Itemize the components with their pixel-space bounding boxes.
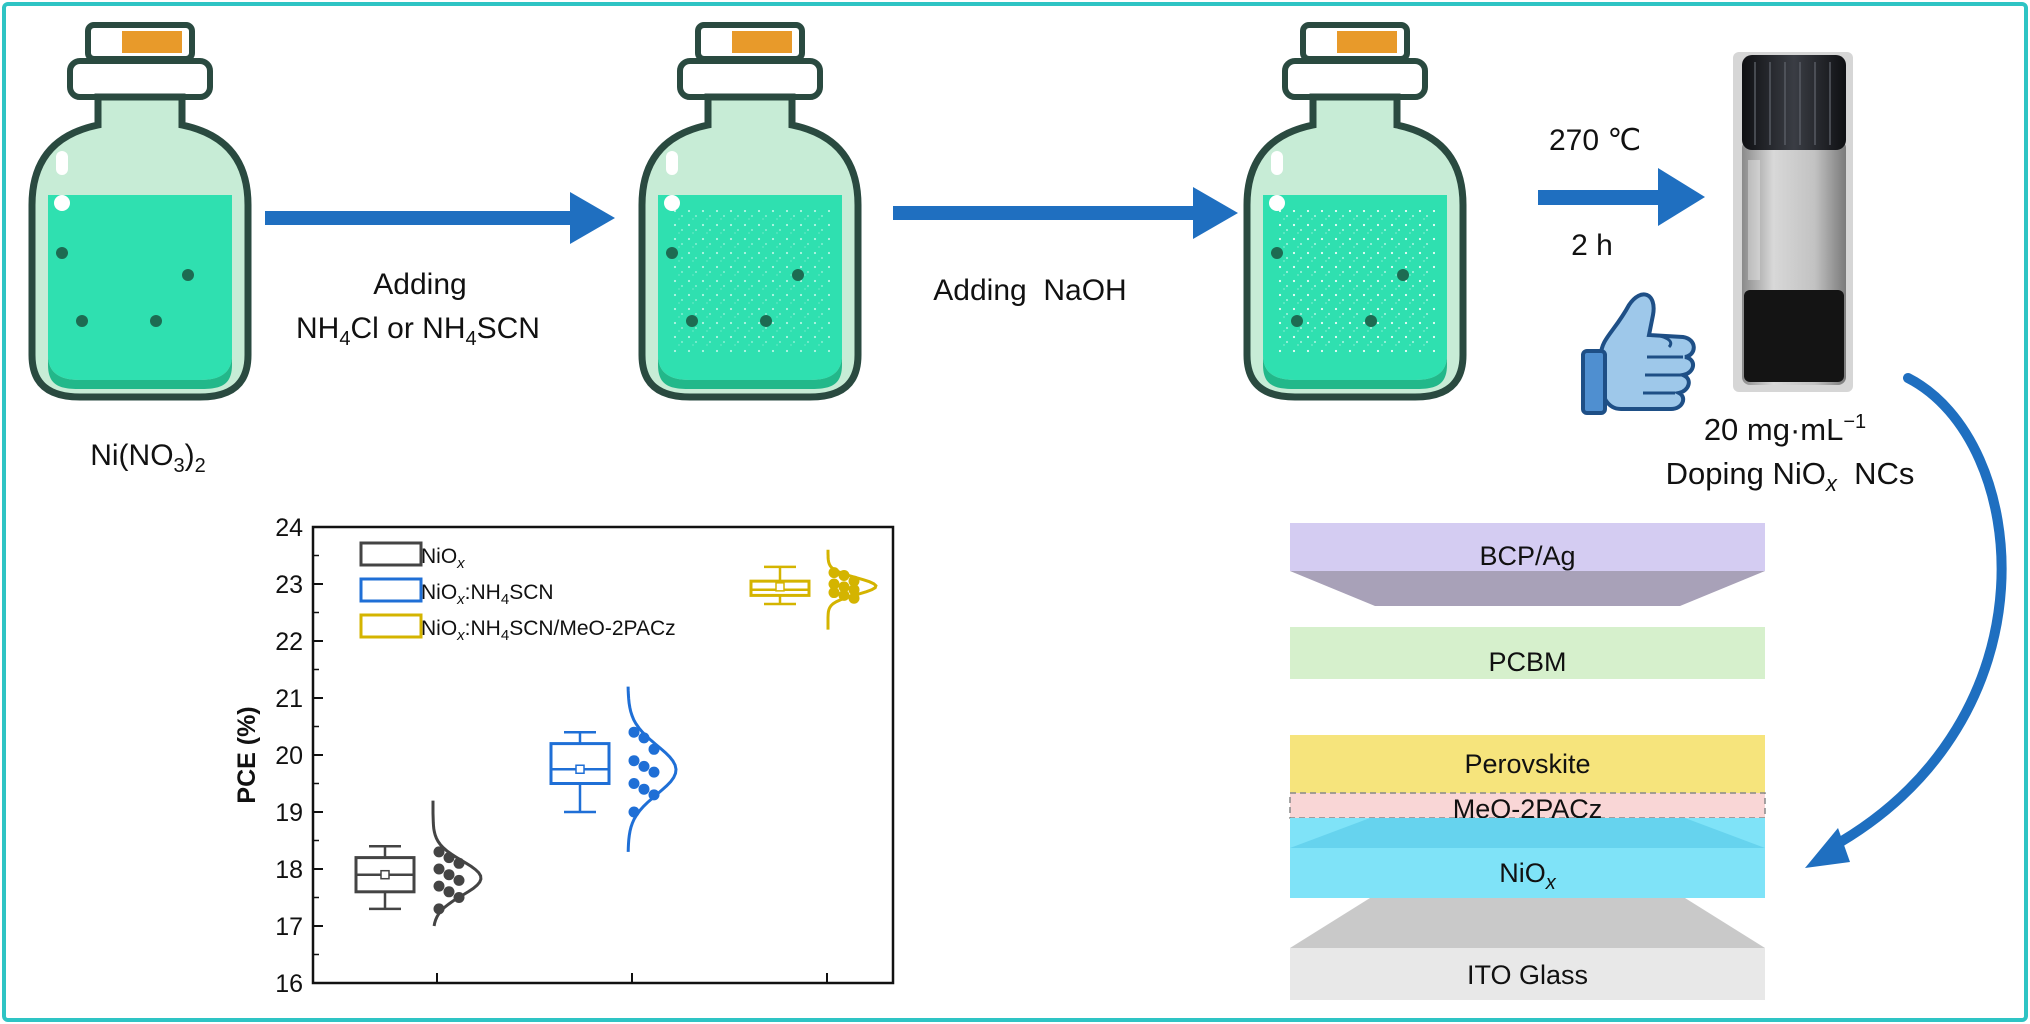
layer-perovskite: Perovskite	[1290, 735, 1765, 793]
substrate-bevel	[1290, 898, 1765, 948]
y-tick-label: 19	[275, 799, 303, 827]
data-point	[453, 874, 465, 886]
data-point	[628, 755, 640, 767]
svg-text:NiOx:NH4SCN: NiOx:NH4SCN	[421, 581, 554, 608]
data-point	[443, 886, 455, 898]
step1-label-line2: NH4Cl or NH4SCN	[296, 312, 540, 350]
box	[549, 742, 611, 785]
product-concentration: 20 mg·mL−1	[1704, 411, 1866, 447]
glass-bottle-icon	[28, 22, 252, 401]
data-point	[848, 584, 860, 596]
svg-text:ITO Glass: ITO Glass	[1467, 960, 1588, 990]
step1-label-line1: Adding	[373, 268, 466, 301]
data-point	[638, 783, 650, 795]
legend-entry: NiOx:NH4SCN/MeO-2PACz	[359, 613, 676, 644]
layer-pcbm: PCBM	[1290, 627, 1765, 679]
svg-text:NiOx:NH4SCN/MeO-2PACz: NiOx:NH4SCN/MeO-2PACz	[421, 617, 676, 644]
curved-arrow	[1825, 373, 2007, 853]
y-tick-label: 23	[275, 571, 303, 599]
distribution-curve	[826, 549, 878, 630]
glass-bottle-icon	[1243, 22, 1467, 401]
step2-label: Adding NaOH	[933, 274, 1126, 307]
data-point	[828, 578, 840, 590]
data-point	[838, 581, 850, 593]
mean-marker	[575, 764, 585, 774]
series-2	[749, 549, 878, 630]
distribution-curve	[431, 800, 483, 927]
precursor-label: Ni(NO3)2	[90, 439, 206, 477]
series-0	[354, 800, 483, 927]
svg-text:NiOx: NiOx	[421, 545, 465, 572]
svg-text:NiOx: NiOx	[1499, 858, 1557, 894]
layer-ito-glass: ITO Glass	[1290, 948, 1765, 1000]
mean-marker	[380, 869, 390, 880]
data-point	[433, 846, 445, 858]
reaction-time: 2 h	[1571, 229, 1613, 262]
mean-marker	[775, 582, 785, 592]
data-point	[828, 587, 840, 599]
data-point	[638, 760, 650, 772]
data-point	[648, 766, 660, 778]
data-point	[628, 778, 640, 789]
y-tick-label: 21	[275, 685, 303, 713]
svg-text:BCP/Ag: BCP/Ag	[1479, 541, 1575, 571]
data-point	[433, 863, 445, 875]
data-point	[628, 726, 640, 738]
process-arrow	[265, 192, 615, 244]
y-tick-label: 20	[275, 742, 303, 770]
reaction-temperature: 270 ℃	[1549, 124, 1641, 157]
y-tick-label: 18	[275, 856, 303, 884]
svg-text:Perovskite: Perovskite	[1464, 749, 1590, 779]
legend-entry: NiOx	[359, 541, 465, 572]
y-tick-label: 17	[275, 913, 303, 941]
y-tick-label: 22	[275, 628, 303, 656]
legend-entry: NiOx:NH4SCN	[359, 577, 554, 608]
glass-bottle-icon	[638, 22, 862, 401]
y-tick-label: 24	[275, 514, 303, 542]
data-point	[433, 880, 445, 892]
process-arrow	[1538, 168, 1705, 226]
screw-cap-vial-photo	[1733, 52, 1853, 392]
data-point	[443, 869, 455, 881]
y-axis-label: PCE (%)	[233, 706, 261, 803]
process-arrow	[893, 187, 1238, 239]
product-name: Doping NiOx NCs	[1666, 456, 1915, 496]
y-tick-label: 16	[275, 970, 303, 998]
distribution-curve	[626, 686, 678, 852]
thumbs-up-icon	[1581, 292, 1696, 415]
svg-text:PCBM: PCBM	[1488, 647, 1566, 677]
curved-arrow-head	[1805, 828, 1850, 868]
layer-bcp-ag: BCP/Ag	[1290, 523, 1765, 606]
series-1	[549, 686, 678, 852]
